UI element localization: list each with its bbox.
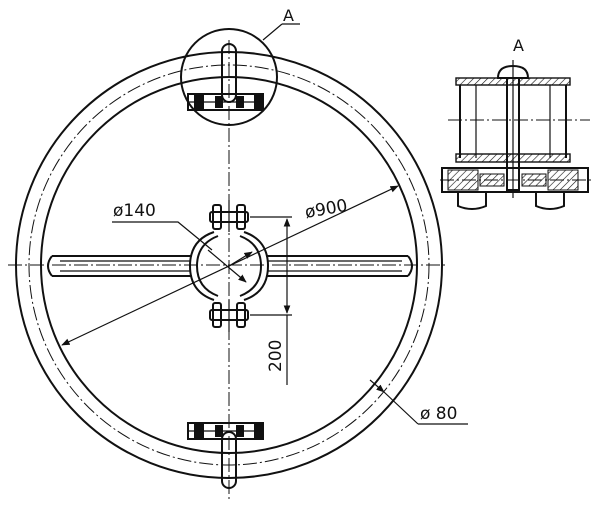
detail-view-a: A — [440, 36, 594, 210]
dim-hub-text: ø140 — [113, 201, 156, 221]
detail-a-circle — [180, 28, 278, 126]
bottom-lug — [187, 422, 264, 489]
top-lug — [180, 28, 278, 126]
detail-a-label: A — [283, 6, 294, 25]
detail-a-leader: A — [262, 6, 300, 41]
dim-spacing-text: 200 — [266, 340, 286, 372]
dim-hub-diameter: ø140 — [112, 201, 213, 251]
dim-ring-text: ø900 — [303, 196, 349, 223]
dim-tube-text: ø 80 — [420, 404, 457, 424]
dim-tube-diameter: ø 80 — [369, 379, 468, 425]
dim-bolt-spacing: 200 — [250, 216, 292, 385]
detail-view-label: A — [513, 36, 524, 55]
